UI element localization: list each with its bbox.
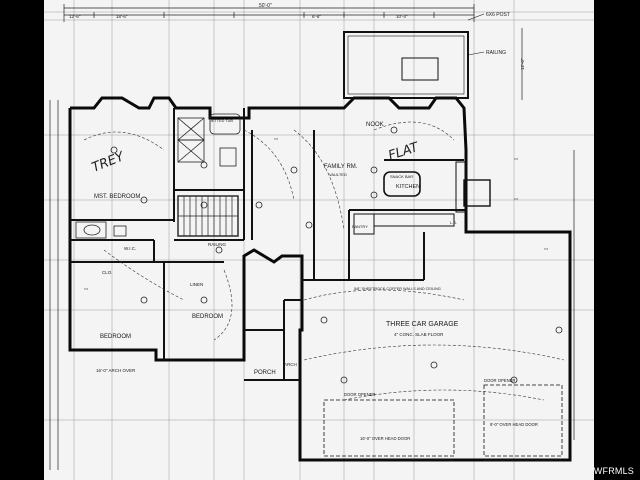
wiring-arcs	[83, 121, 565, 401]
railing-callout: RAILING	[486, 50, 506, 56]
svg-text:▭: ▭	[514, 156, 519, 161]
porch-label: PORCH	[254, 370, 276, 376]
svg-text:▭: ▭	[84, 286, 89, 291]
light-fixture-symbols	[110, 126, 563, 384]
exterior-walls	[68, 96, 572, 462]
dim-garage-left: 12'-6"	[69, 14, 81, 19]
family-room-label: FAMILY RM.	[324, 164, 358, 170]
svg-text:▭: ▭	[544, 246, 549, 251]
pantry-label: PANTRY	[352, 224, 368, 229]
bedroom-2-label: BEDROOM	[192, 314, 223, 320]
mst-bedroom-label: MST. BEDROOM	[94, 194, 140, 200]
interior-walls	[70, 108, 466, 381]
rear-deck	[343, 13, 485, 99]
dimension-lines	[49, 4, 575, 470]
stair	[177, 195, 239, 237]
svg-text:▭: ▭	[274, 136, 279, 141]
overhead-door-left: 16'-0" OVER HEAD DOOR	[360, 436, 410, 441]
door-opener-right: DOOR OPENER	[484, 378, 515, 383]
bath-fixtures	[75, 113, 241, 239]
arch-label: ARCH	[284, 362, 297, 367]
mls-watermark: WFRMLS	[593, 466, 634, 476]
dim-seg-3: 10'-4"	[396, 14, 408, 19]
overhead-door-right: 9'-0" OVER HEAD DOOR	[490, 422, 538, 427]
door-opener-left: DOOR OPENER	[344, 392, 375, 397]
blueprint-sheet: 50'-0" 12'-6" 18'-6" 6'-8" 10'-4" 12'-0"…	[44, 0, 594, 480]
minor-dimension-marks: ▭ ▭ ▭ ▭ ▭	[84, 136, 549, 291]
right-letterbox	[594, 0, 640, 480]
dim-seg-1: 18'-6"	[116, 14, 128, 19]
left-letterbox	[0, 0, 44, 480]
coffer-note: 5/8" SHEETROCK COFFER WALLS AND CEILING	[354, 287, 441, 291]
wic-label: W.I.C.	[124, 246, 136, 251]
svg-text:▭: ▭	[514, 196, 519, 201]
linen-label: LINEN	[190, 282, 203, 287]
floor-plan-drawing: 50'-0" 12'-6" 18'-6" 6'-8" 10'-4" 12'-0"…	[44, 0, 594, 480]
jetted-tub-label: JETTED TUB	[210, 119, 233, 123]
closet-label: CLO.	[102, 270, 113, 275]
dim-deck-right: 12'-0"	[520, 58, 525, 70]
vaulted-note: VAULTED	[329, 172, 347, 177]
dim-seg-2: 6'-8"	[312, 14, 321, 19]
garage-doors	[323, 384, 563, 457]
laundry-label: L.S.	[450, 220, 457, 225]
railing-label: RAILING	[208, 242, 227, 247]
snack-bar-note: SNACK BAR	[390, 174, 413, 179]
kitchen-label: KITCHEN	[396, 184, 420, 190]
garage-title: THREE CAR GARAGE	[386, 321, 459, 328]
kitchen-fixtures	[353, 161, 491, 235]
arch-over-callout: 16'-0" ARCH OVER	[96, 368, 136, 373]
garage-floor-note: 4" CONC. SLAB FLOOR	[394, 332, 444, 337]
bedroom-1-label: BEDROOM	[100, 334, 131, 340]
overall-dimension: 50'-0"	[259, 3, 272, 9]
post-callout: 6X6 POST	[486, 12, 510, 18]
handwritten-trey: TREY	[90, 149, 127, 176]
nook-label: NOOK	[366, 122, 384, 128]
